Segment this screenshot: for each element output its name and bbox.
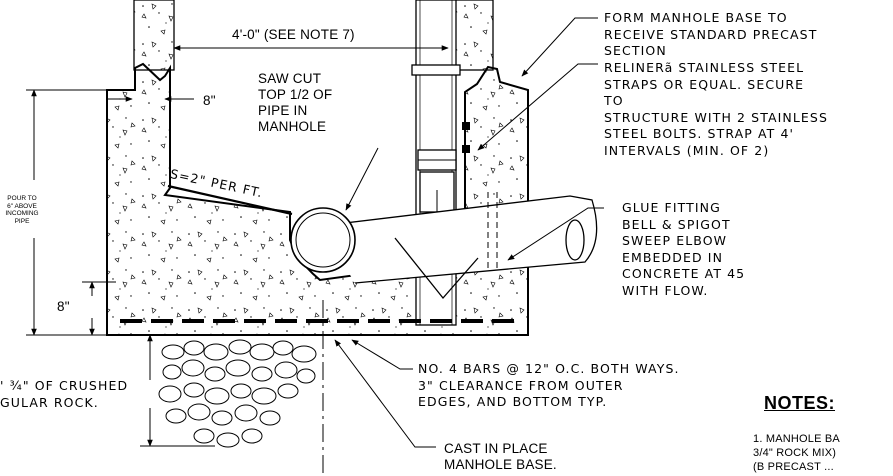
saw-cut-label: SAW CUT TOP 1/2 OF PIPE IN MANHOLE xyxy=(258,71,333,134)
precast-wall-right xyxy=(450,0,494,71)
pour-height-label: POUR TO 6" ABOVE INCOMING PIPE xyxy=(5,195,39,225)
notes-heading: NOTES: xyxy=(764,393,836,413)
cast-in-place-note: CAST IN PLACE MANHOLE BASE. xyxy=(444,441,557,472)
wall-thickness-dimension: 8" xyxy=(203,93,216,108)
saw-cut-pipe xyxy=(290,207,356,273)
incoming-pipe xyxy=(319,192,598,300)
crushed-rock xyxy=(158,339,317,448)
base-thickness-dimension: 8" xyxy=(57,299,70,314)
rebar-note: NO. 4 BARS @ 12" O.C. BOTH WAYS. 3" CLEA… xyxy=(418,361,680,410)
fitting-note: GLUE FITTING BELL & SPIGOT SWEEP ELBOW E… xyxy=(622,200,746,298)
dimension-lines xyxy=(26,45,449,447)
leader-lines xyxy=(334,17,604,448)
straps-note: RELINERã STAINLESS STEEL STRAPS OR EQUAL… xyxy=(604,60,828,158)
precast-wall-left xyxy=(133,0,175,71)
notes-list: 1. MANHOLE BA 3/4" ROCK MIX) (B PRECAST … xyxy=(753,433,840,473)
slope-line xyxy=(167,184,293,216)
form-base-note: FORM MANHOLE BASE TO RECEIVE STANDARD PR… xyxy=(604,10,818,59)
wall-width-dimension: 4'-0" (SEE NOTE 7) xyxy=(232,27,355,42)
crushed-rock-note: ' ¾" OF CRUSHED GULAR ROCK. xyxy=(0,378,129,410)
